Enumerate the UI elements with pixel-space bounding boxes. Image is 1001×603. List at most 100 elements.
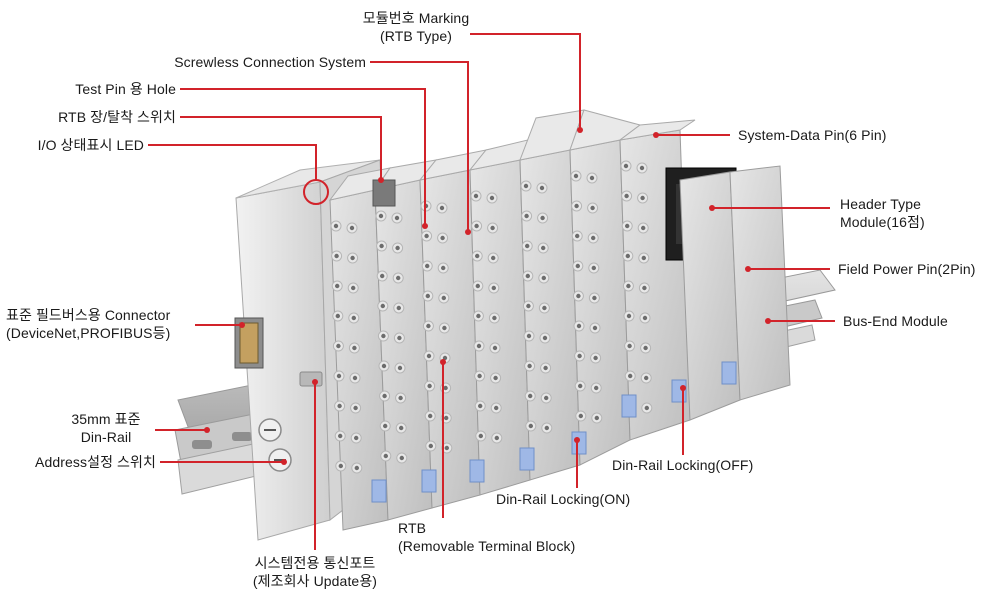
terminal-hole-center xyxy=(424,233,429,239)
terminal-hole-center xyxy=(575,263,580,269)
terminal-hole-center xyxy=(540,215,545,221)
terminal-hole-center xyxy=(336,343,341,349)
terminal-hole-center xyxy=(541,275,546,281)
terminal-hole-center xyxy=(354,435,359,441)
terminal-hole-center xyxy=(444,445,449,451)
terminal-hole-center xyxy=(350,255,355,261)
terminal-hole-center xyxy=(539,185,545,191)
terminal-hole-center xyxy=(626,313,632,319)
terminal-hole-center xyxy=(578,383,583,389)
terminal-hole-center xyxy=(379,243,384,249)
label-rtb-line1: RTB xyxy=(398,520,427,536)
terminal-hole-center xyxy=(334,253,339,259)
terminal-hole-center xyxy=(383,453,388,459)
label-fieldbus-connector-line1: 표준 필드버스용 Connector xyxy=(6,307,171,323)
terminal-hole-center xyxy=(628,373,633,379)
terminal-hole-center xyxy=(489,195,495,201)
label-io-led: I/O 상태표시 LED xyxy=(37,137,144,153)
label-din-lock-off: Din-Rail Locking(OFF) xyxy=(612,457,754,473)
terminal-hole-center xyxy=(526,303,531,309)
terminal-hole-center xyxy=(353,405,358,411)
terminal-hole-center xyxy=(475,283,480,289)
label-system-data-pin: System-Data Pin(6 Pin) xyxy=(738,127,887,143)
terminal-hole-center xyxy=(428,443,433,449)
label-din-rail: 35mm 표준 Din-Rail xyxy=(60,410,152,446)
terminal-hole-center xyxy=(641,225,646,231)
terminal-hole-center xyxy=(382,393,387,399)
terminal-hole-center xyxy=(473,193,479,199)
terminal-hole-center xyxy=(478,403,483,409)
terminal-hole-center xyxy=(627,343,632,349)
label-address-switch: Address설정 스위치 xyxy=(35,454,156,470)
terminal-hole-center xyxy=(494,435,499,441)
terminal-hole-center xyxy=(528,423,533,429)
terminal-hole-center xyxy=(594,415,599,421)
terminal-hole-center xyxy=(399,455,404,461)
terminal-hole-center xyxy=(490,225,495,231)
terminal-hole-center xyxy=(380,273,385,279)
label-module-marking-line1: 모듈번호 Marking xyxy=(362,10,470,26)
terminal-hole-center xyxy=(352,375,358,381)
terminal-hole-center xyxy=(574,203,579,209)
terminal-hole-center xyxy=(428,413,433,419)
terminal-hole-center xyxy=(352,345,357,351)
terminal-hole-center xyxy=(544,395,549,401)
terminal-hole-center xyxy=(337,403,342,409)
terminal-hole-center xyxy=(349,225,355,231)
terminal-hole-center xyxy=(590,205,595,211)
terminal-hole-center xyxy=(625,253,630,259)
terminal-hole-center xyxy=(524,213,529,219)
label-screwless: Screwless Connection System xyxy=(174,54,366,70)
terminal-hole-center xyxy=(543,365,548,371)
terminal-hole-center xyxy=(439,205,445,211)
terminal-hole-center xyxy=(351,315,356,321)
label-header-module: Header Type Module(16점) xyxy=(840,195,925,231)
terminal-hole-center xyxy=(394,215,400,221)
label-field-power-pin: Field Power Pin(2Pin) xyxy=(838,261,976,277)
terminal-hole-center xyxy=(397,335,402,341)
leader-lines xyxy=(148,33,835,550)
terminal-hole-center xyxy=(477,373,482,379)
label-module-marking: 모듈번호 Marking (RTB Type) xyxy=(360,9,472,45)
terminal-hole-center xyxy=(577,353,582,359)
terminal-hole-center xyxy=(335,313,340,319)
terminal-hole-center xyxy=(625,223,630,229)
terminal-hole-center xyxy=(525,243,530,249)
terminal-hole-center xyxy=(623,163,629,169)
terminal-hole-center xyxy=(592,325,598,331)
terminal-hole-center xyxy=(333,223,339,229)
label-din-rail-line1: 35mm 표준 xyxy=(71,411,141,427)
label-fieldbus-connector-line2: (DeviceNet,PROFIBUS등) xyxy=(6,325,171,341)
terminal-hole-center xyxy=(427,383,432,389)
label-system-port-line2: (제조회사 Update용) xyxy=(252,573,378,589)
terminal-hole-center xyxy=(395,245,400,251)
terminal-hole-center xyxy=(492,345,498,351)
label-din-lock-on: Din-Rail Locking(ON) xyxy=(496,491,631,507)
din-lock-tabs xyxy=(371,361,737,503)
label-rtb-switch: RTB 장/탈착 스위치 xyxy=(58,109,176,125)
terminal-hole-center xyxy=(474,223,479,229)
terminal-hole-center xyxy=(336,373,342,379)
terminal-hole-center xyxy=(396,275,401,281)
terminal-hole-center xyxy=(338,463,343,469)
terminal-hole-center xyxy=(593,355,598,361)
terminal-hole-center xyxy=(523,183,529,189)
terminal-hole-center xyxy=(624,193,629,199)
terminal-hole-center xyxy=(642,315,648,321)
terminal-hole-center xyxy=(642,285,647,291)
terminal-hole-center xyxy=(491,255,496,261)
terminal-hole-center xyxy=(589,175,595,181)
terminal-hole-center xyxy=(639,165,645,171)
terminal-hole-center xyxy=(380,303,385,309)
terminal-hole-center xyxy=(526,333,532,339)
label-rtb-line2: (Removable Terminal Block) xyxy=(398,538,576,554)
terminal-hole-center xyxy=(493,375,498,381)
terminal-hole-center xyxy=(442,325,447,331)
terminal-hole-center xyxy=(573,173,579,179)
label-fieldbus-connector: 표준 필드버스용 Connector (DeviceNet,PROFIBUS등) xyxy=(6,306,170,342)
terminal-hole-center xyxy=(383,423,388,429)
terminal-hole-center xyxy=(542,305,547,311)
terminal-hole-center xyxy=(542,335,548,341)
terminal-hole-center xyxy=(491,285,496,291)
